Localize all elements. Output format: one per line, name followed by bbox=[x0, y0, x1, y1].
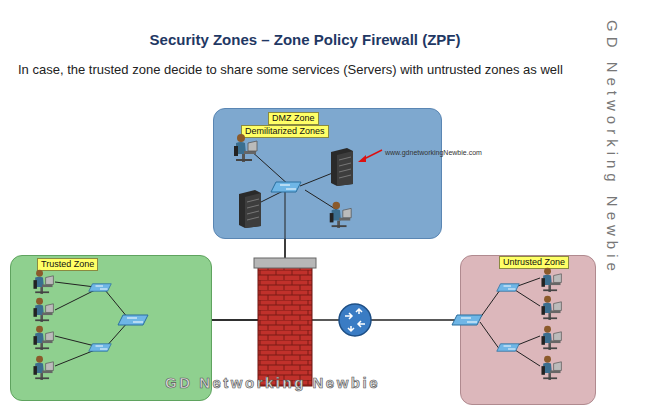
firewall-icon bbox=[254, 258, 316, 386]
url-label: www.gdnetworkingNewbie.com bbox=[385, 149, 482, 156]
subtitle-note: In case, the trusted zone decide to shar… bbox=[18, 62, 618, 77]
network-link bbox=[212, 239, 285, 320]
zone-label: DMZ Zone bbox=[268, 112, 319, 125]
zone-box: DMZ ZoneDemilitarized Zones bbox=[213, 108, 442, 239]
zone-label: Demilitarized Zones bbox=[241, 125, 329, 138]
network-link bbox=[212, 320, 460, 321]
router-icon bbox=[339, 304, 371, 336]
diagram-title: Security Zones – Zone Policy Firewall (Z… bbox=[120, 31, 490, 48]
watermark: GD Networking Newbie bbox=[165, 374, 380, 391]
zone-label: Trusted Zone bbox=[37, 258, 98, 271]
watermark: GD Networking Newbie bbox=[604, 20, 621, 276]
zone-box: Untrusted Zone bbox=[460, 255, 596, 405]
zone-label: Untrusted Zone bbox=[499, 256, 569, 269]
